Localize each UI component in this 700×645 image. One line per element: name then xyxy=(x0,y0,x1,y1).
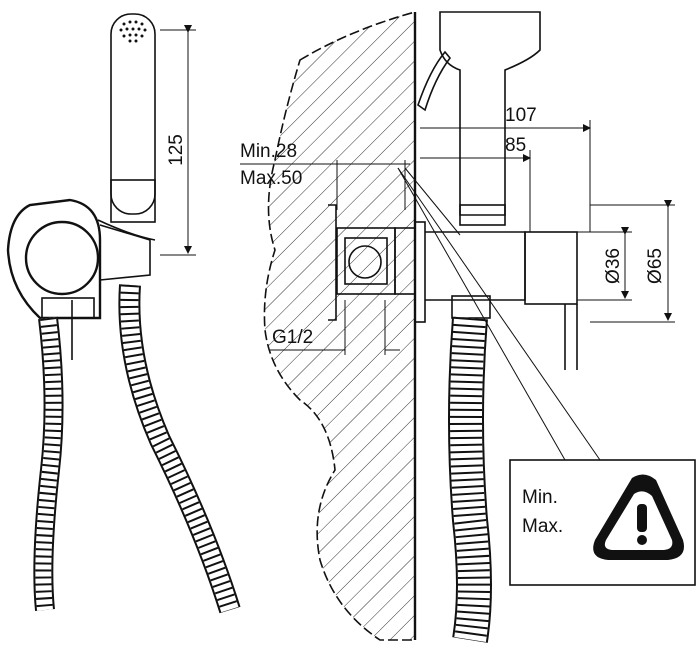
flange-diameter-label: Ø65 xyxy=(645,248,666,284)
handset-holder xyxy=(417,11,541,226)
spray-face-icon xyxy=(119,20,147,43)
wall-bracket xyxy=(6,198,156,320)
hose-left xyxy=(33,316,64,611)
hose-section xyxy=(448,316,492,643)
projection-total-label: 107 xyxy=(505,105,537,126)
section-view: Min.28 Max.50 G1/2 107 85 xyxy=(240,10,696,643)
warning-triangle-icon xyxy=(593,474,684,560)
mixer-body xyxy=(414,221,578,370)
depth-max-label: Max.50 xyxy=(240,168,302,189)
thread-label: G1/2 xyxy=(272,327,313,348)
concealed-valve xyxy=(328,204,416,321)
handset xyxy=(110,13,156,223)
outlet-diameter-label: Ø36 xyxy=(603,248,624,284)
warning-min-label: Min. xyxy=(522,487,558,508)
depth-min-label: Min.28 xyxy=(240,141,297,162)
projection-body-label: 85 xyxy=(505,135,526,156)
handset-length-label: 125 xyxy=(166,134,187,166)
front-view: 125 xyxy=(6,13,241,614)
hose-right xyxy=(118,284,241,614)
wall-section xyxy=(263,10,416,641)
warning-box: Min. Max. xyxy=(509,459,696,586)
warning-max-label: Max. xyxy=(522,516,563,537)
